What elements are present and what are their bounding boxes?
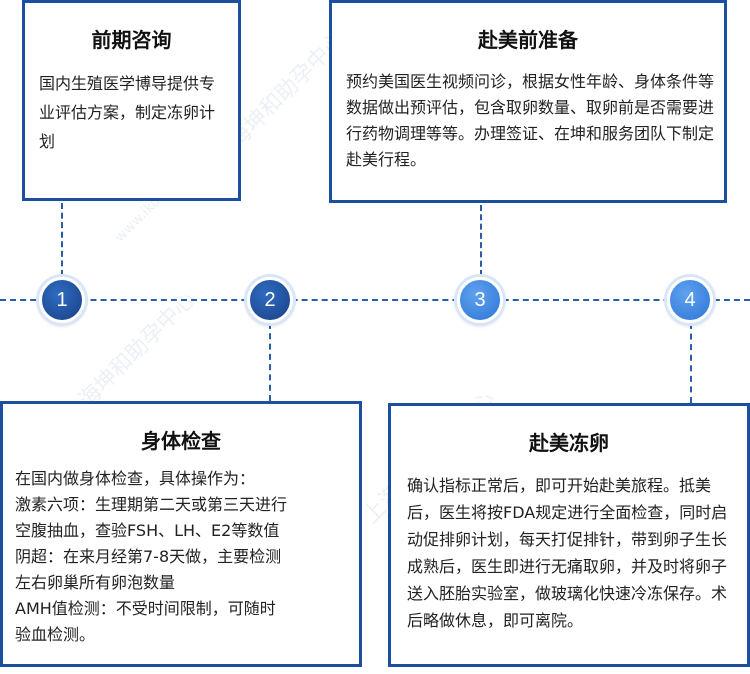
card-preparation: 赴美前准备 预约美国医生视频问诊，根据女性年龄、身体条件等数据做出预评估，包含取… (329, 0, 727, 203)
exam-line: 左右卵巢所有卵泡数量 (15, 573, 176, 592)
card-body: 确认指标正常后，即可开始赴美旅程。抵美后，医生将按FDA规定进行全面检查，同时启… (407, 476, 728, 630)
card-egg-freezing: 赴美冻卵 确认指标正常后，即可开始赴美旅程。抵美后，医生将按FDA规定进行全面检… (388, 403, 750, 667)
exam-line: 激素六项：生理期第二天或第三天进行 (15, 495, 288, 514)
card-title: 赴美前准备 (478, 28, 578, 52)
exam-line: 阴超：在来月经第7-8天做，主要检测 (15, 547, 282, 566)
card-title: 赴美冻卵 (529, 431, 609, 455)
card-body: 国内生殖医学博导提供专业评估方案，制定冻卵计划 (39, 74, 216, 151)
step-node-1: 1 (39, 277, 85, 323)
connector-3 (480, 205, 482, 276)
card-body: 在国内做身体检查，具体操作为： 激素六项：生理期第二天或第三天进行 空腹抽血，查… (3, 454, 359, 648)
step-node-2: 2 (247, 277, 293, 323)
card-body: 预约美国医生视频问诊，根据女性年龄、身体条件等数据做出预评估，包含取卵数量、取卵… (346, 72, 715, 169)
exam-line: 在国内做身体检查，具体操作为： (15, 469, 256, 488)
card-consultation: 前期咨询 国内生殖医学博导提供专业评估方案，制定冻卵计划 (22, 0, 241, 201)
connector-1 (61, 203, 63, 276)
step-node-3: 3 (457, 277, 503, 323)
exam-line: AMH值检测：不受时间限制，可随时 (15, 599, 276, 618)
card-physical-exam: 身体检查 在国内做身体检查，具体操作为： 激素六项：生理期第二天或第三天进行 空… (0, 401, 362, 667)
card-title: 前期咨询 (91, 28, 172, 52)
connector-2 (269, 323, 271, 401)
step-node-4: 4 (667, 277, 713, 323)
connector-4 (690, 323, 692, 403)
exam-line: 验血检测。 (15, 625, 96, 644)
exam-line: 空腹抽血，查验FSH、LH、E2等数值 (15, 521, 280, 540)
card-title: 身体检查 (141, 429, 221, 453)
timeline-line (0, 299, 750, 301)
